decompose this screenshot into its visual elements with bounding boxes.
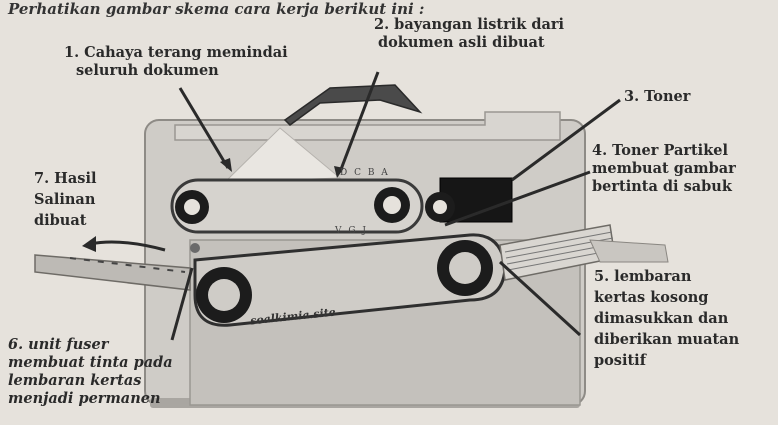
small-roller	[190, 243, 200, 253]
label-step5: 5. lembaran kertas kosong dimasukkan dan…	[594, 266, 739, 371]
pointer-step3	[511, 98, 621, 182]
pointer-step5	[498, 260, 582, 337]
scanner-lid	[283, 84, 423, 126]
label-step5-line3: dimasukkan dan	[594, 310, 729, 327]
label-step3-line1: 3. Toner	[624, 88, 691, 105]
label-step5-line4: diberikan muatan	[594, 331, 740, 348]
gear-upper-right	[374, 187, 410, 223]
label-step6-line3: lembaran kertas	[8, 372, 142, 389]
gear-toner	[425, 192, 455, 222]
label-step6-line1: 6. unit fuser	[8, 336, 109, 353]
label-step4-line2: membuat gambar	[592, 160, 736, 177]
pointer-step1-arrowhead-icon	[220, 158, 232, 172]
belt-letters: V G J	[335, 226, 369, 236]
label-step5-line1: 5. lembaran	[594, 268, 692, 285]
label-step6-line2: membuat tinta pada	[8, 354, 173, 371]
label-step7: 7. Hasil Salinan dibuat	[34, 168, 96, 231]
label-step7-line2: Salinan	[34, 191, 96, 208]
pointer-step2-arrowhead-icon	[334, 166, 344, 178]
label-step6: 6. unit fuser membuat tinta pada lembara…	[8, 336, 173, 408]
gear-lower-right	[437, 240, 493, 296]
label-step1: 1. Cahaya terang memindai seluruh dokume…	[64, 44, 288, 80]
label-step6-line4: menjadi permanen	[8, 390, 161, 407]
label-step2: 2. bayangan listrik dari dokumen asli di…	[374, 16, 564, 52]
pointer-step2	[338, 71, 380, 173]
pointer-lines	[170, 71, 621, 341]
label-step3: 3. Toner	[624, 88, 690, 106]
label-step2-line1: 2. bayangan listrik dari	[374, 16, 565, 33]
output-arrowhead-icon	[82, 236, 96, 252]
gear-fuser	[196, 267, 252, 323]
label-step4-line1: 4. Toner Partikel	[592, 142, 728, 159]
pointer-step4	[444, 170, 591, 227]
label-step4: 4. Toner Partikel membuat gambar bertint…	[592, 142, 736, 196]
gear-upper-left	[175, 190, 209, 224]
lower-belt	[193, 233, 507, 327]
diagram-title: Perhatikan gambar skema cara kerja berik…	[8, 0, 425, 18]
label-step7-line3: dibuat	[34, 212, 87, 229]
output-tray	[34, 254, 191, 291]
label-step1-line1: 1. Cahaya terang memindai	[64, 44, 288, 61]
upper-belt	[170, 178, 424, 234]
label-step2-line2: dokumen asli dibuat	[378, 34, 545, 51]
pointer-step1	[178, 87, 230, 169]
label-step5-line2: kertas kosong	[594, 289, 709, 306]
label-step4-line3: bertinta di sabuk	[592, 178, 732, 195]
pointer-step6	[170, 267, 194, 341]
label-step5-line5: positif	[594, 352, 646, 369]
document-letters: D C B A	[340, 168, 390, 178]
paper-stack-input	[499, 224, 669, 281]
label-step7-line1: 7. Hasil	[34, 170, 97, 187]
label-step1-line2: seluruh dokumen	[76, 62, 219, 79]
